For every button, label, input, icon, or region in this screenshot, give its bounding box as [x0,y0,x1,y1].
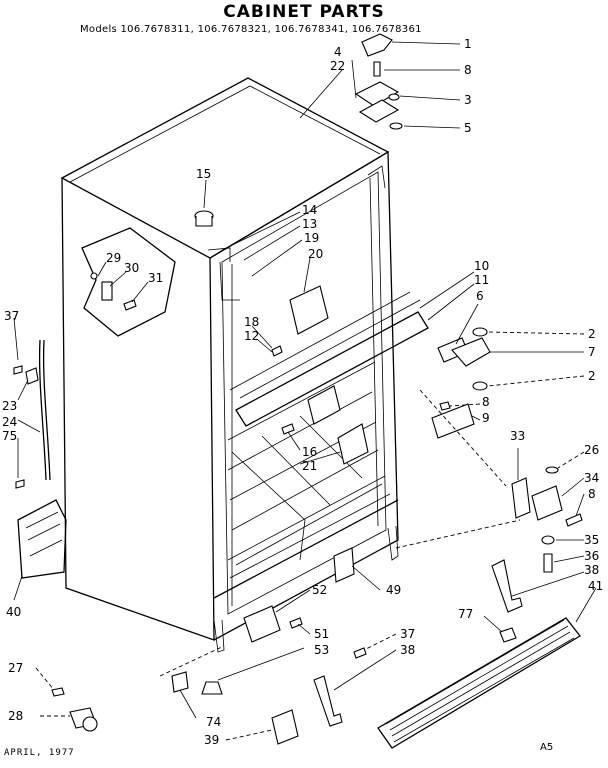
grille-41 [377,617,581,749]
callout-39: 39 [204,733,219,747]
callout-15: 15 [196,167,211,181]
clip-77 [499,627,517,643]
screw-8-low [565,513,583,527]
callout-20: 20 [308,247,323,261]
screw-8-top [373,61,381,77]
clip-74 [171,671,189,693]
callout-41: 41 [588,579,603,593]
page-code: A5 [540,742,554,753]
bracket-20 [289,285,329,335]
callout-27: 27 [8,661,23,675]
callout-28: 28 [8,709,23,723]
hinge-34 [531,485,563,521]
callout-34: 34 [584,471,599,485]
callout-14: 14 [302,203,317,217]
callout-3: 3 [464,93,472,107]
callout-12: 12 [244,329,259,343]
callout-40: 40 [6,605,21,619]
lower-hinge-parts [511,466,583,573]
callout-19: 19 [304,231,319,245]
callout-38: 38 [584,563,599,577]
callout-6: 6 [476,289,484,303]
leveling-leg-53 [201,681,223,695]
top-hinge-parts [354,33,403,130]
callout-8c: 8 [588,487,596,501]
callout-23: 23 [2,399,17,413]
washer-2a [472,327,488,337]
callout-52: 52 [312,583,327,597]
plug-15 [194,210,214,227]
models-line: Models 106.7678311, 106.7678321, 106.767… [80,24,422,35]
rear-panel-detail [81,227,176,337]
block-52 [243,605,281,643]
drain-tube-assembly [17,339,67,579]
date-footer: APRIL, 1977 [4,748,75,758]
callout-38b: 38 [400,643,415,657]
callout-13: 13 [302,217,317,231]
screw-8-mid [439,401,451,411]
callout-37: 37 [4,309,19,323]
screw-27 [51,687,65,697]
callout-9: 9 [482,411,490,425]
pin-36 [543,553,553,573]
callout-2b: 2 [588,369,596,383]
callout-8: 8 [464,63,472,77]
callout-16: 16 [302,445,317,459]
callout-77: 77 [458,607,473,621]
callout-49: 49 [386,583,401,597]
washer-26 [545,466,559,474]
callout-74: 74 [206,715,221,729]
callout-30: 30 [124,261,139,275]
washer-35 [541,535,555,545]
callout-7: 7 [588,345,596,359]
callout-29: 29 [106,251,121,265]
bracket-38-upper [491,559,523,613]
bracket-49 [333,547,355,583]
callout-31: 31 [148,271,163,285]
hinge-plate-3 [354,81,400,107]
diagram-title: CABINET PARTS [223,2,385,22]
callout-21: 21 [302,459,317,473]
leader-lines [13,41,597,741]
callout-1: 1 [464,37,472,51]
callout-26: 26 [584,443,599,457]
callout-10: 10 [474,259,489,273]
callout-35: 35 [584,533,599,547]
bracket-33 [511,477,531,519]
hinge-9 [431,403,475,439]
callout-22: 22 [330,59,345,73]
mount-16 [307,385,341,425]
callout-37b: 37 [400,627,415,641]
callout-2a: 2 [588,327,596,341]
screw-51 [289,617,303,629]
callout-11: 11 [474,273,489,287]
callout-36: 36 [584,549,599,563]
washer-5 [389,122,403,130]
bracket-part-30 [101,281,113,301]
callout-5: 5 [464,121,472,135]
callout-33: 33 [510,429,525,443]
callout-75: 75 [2,429,17,443]
callout-8b: 8 [482,395,490,409]
washer-2b [472,381,488,391]
bracket-21 [337,423,369,465]
cover-39 [271,709,299,745]
callout-labels: 1 8 4 22 3 5 15 14 13 19 20 29 30 31 10 … [2,37,603,747]
callout-53: 53 [314,643,329,657]
center-hinge-parts [431,327,491,439]
caster-28 [69,707,98,732]
hinge-cap-1 [361,33,393,57]
callout-18: 18 [244,315,259,329]
hinge-plate-4 [358,99,400,123]
cabinet-shell [60,77,429,653]
callout-24: 24 [2,415,17,429]
callout-51: 51 [314,627,329,641]
bracket-38-lower [313,675,343,727]
callout-4: 4 [334,45,342,59]
